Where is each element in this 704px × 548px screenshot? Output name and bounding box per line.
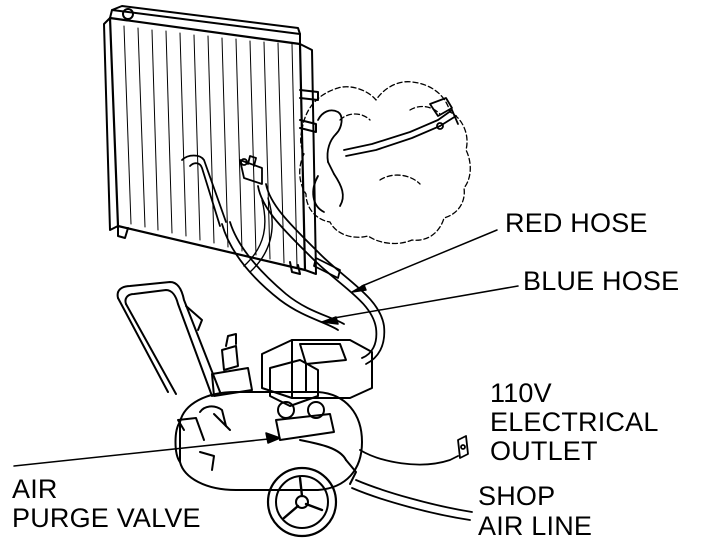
label-outlet-line3: OUTLET: [490, 436, 598, 466]
engine-transmission-outline: [299, 81, 471, 245]
radiator-core-fins: [123, 25, 298, 268]
label-shop-line1: SHOP: [478, 481, 556, 511]
wheel: [266, 466, 338, 538]
label-blue-hose: BLUE HOSE: [523, 266, 680, 296]
radiator-connection: [181, 154, 263, 227]
radiator: [103, 5, 319, 275]
label-outlet-line2: ELECTRICAL: [490, 407, 659, 437]
label-red-hose: RED HOSE: [505, 208, 648, 238]
service-machine: [116, 281, 373, 538]
label-purge-line1: AIR: [12, 474, 58, 504]
red-hose: [257, 183, 386, 365]
electrical-cord: [359, 435, 469, 466]
leader-lines: [13, 229, 519, 467]
blue-hose: [221, 197, 345, 331]
shop-air-line: [351, 479, 473, 521]
label-outlet-voltage: 110V: [490, 378, 552, 408]
cooler-lines: [312, 97, 459, 213]
label-purge-line2: PURGE VALVE: [12, 503, 201, 533]
label-shop-line2: AIR LINE: [478, 511, 593, 541]
